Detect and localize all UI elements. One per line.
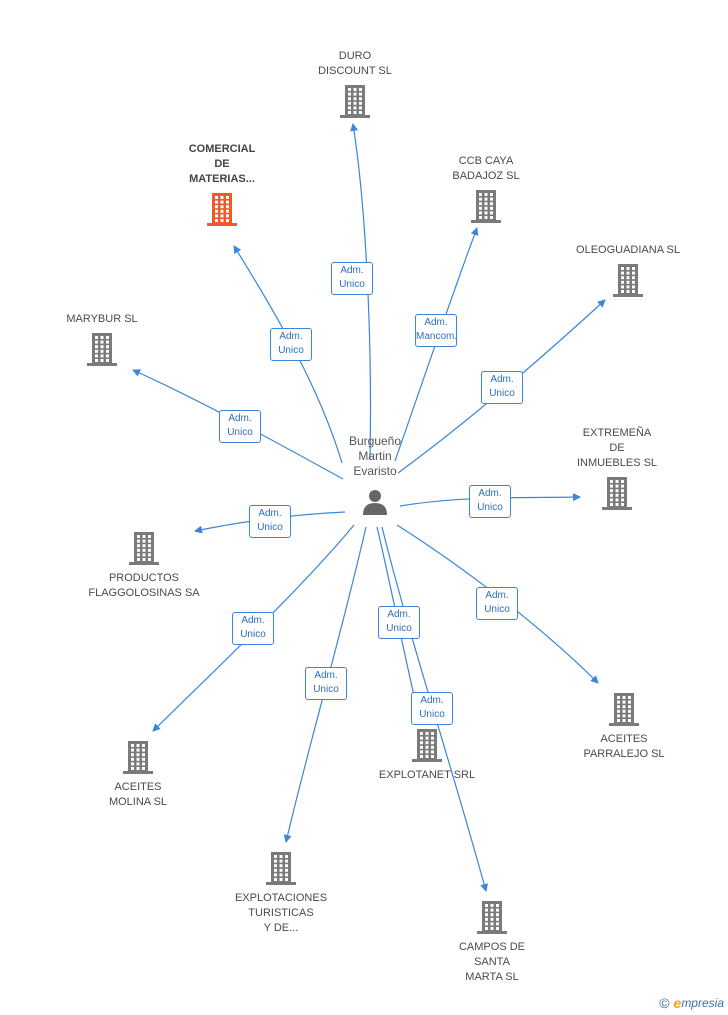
relation-label-marybur-sl[interactable]: Adm. Unico (219, 410, 261, 443)
company-name-explotanet-srl: EXPLOTANET SRL (378, 769, 476, 781)
company-node-campos-de-santa-marta-sl[interactable]: CAMPOS DE SANTA MARTA SL (417, 900, 567, 985)
company-name-ccb-caya-badajoz-sl: CCB CAYA BADAJOZ SL (452, 155, 520, 182)
building-icon (266, 852, 296, 885)
center-person[interactable]: Burgueño Martin Evaristo (335, 434, 415, 517)
brand-initial: e (673, 995, 682, 1011)
building-icon (87, 333, 117, 366)
relation-label-explotanet-srl[interactable]: Adm. Unico (378, 606, 420, 639)
company-node-extremena-de-inmuebles-sl[interactable]: EXTREMEÑA DE INMUEBLES SL (542, 426, 692, 510)
company-name-comercial-de-materias: COMERCIAL DE MATERIAS... (188, 143, 256, 185)
building-icon (412, 729, 442, 762)
building-icon (340, 85, 370, 118)
building-icon (602, 477, 632, 510)
company-name-aceites-parralejo-sl: ACEITES PARRALEJO SL (583, 733, 665, 760)
person-icon (363, 490, 387, 515)
company-node-aceites-parralejo-sl[interactable]: ACEITES PARRALEJO SL (549, 692, 699, 762)
relation-label-duro-discount-sl[interactable]: Adm. Unico (331, 262, 373, 295)
building-icon (207, 193, 237, 226)
company-node-productos-flaggolosinas-sa[interactable]: PRODUCTOS FLAGGOLOSINAS SA (69, 531, 219, 601)
footer-brand: © e mpresia (659, 995, 724, 1011)
relation-label-campos-de-santa-marta-sl[interactable]: Adm. Unico (411, 692, 453, 725)
building-icon (123, 741, 153, 774)
building-icon (129, 532, 159, 565)
relation-label-extremena-de-inmuebles-sl[interactable]: Adm. Unico (469, 485, 511, 518)
company-name-oleoguadiana-sl: OLEOGUADIANA SL (576, 244, 680, 256)
building-icon (609, 693, 639, 726)
company-node-explotaciones-turisticas[interactable]: EXPLOTACIONES TURISTICAS Y DE... (206, 851, 356, 936)
relation-label-comercial-de-materias[interactable]: Adm. Unico (270, 328, 312, 361)
company-name-duro-discount-sl: DURO DISCOUNT SL (318, 50, 392, 77)
brand-name: mpresia (681, 996, 724, 1010)
building-icon (613, 264, 643, 297)
company-name-explotaciones-turisticas: EXPLOTACIONES TURISTICAS Y DE... (234, 892, 328, 934)
company-node-ccb-caya-badajoz-sl[interactable]: CCB CAYA BADAJOZ SL (411, 154, 561, 223)
company-node-aceites-molina-sl[interactable]: ACEITES MOLINA SL (63, 740, 213, 810)
company-name-extremena-de-inmuebles-sl: EXTREMEÑA DE INMUEBLES SL (576, 427, 658, 469)
relation-label-oleoguadiana-sl[interactable]: Adm. Unico (481, 371, 523, 404)
company-node-explotanet-srl[interactable]: EXPLOTANET SRL (352, 728, 502, 783)
company-node-duro-discount-sl[interactable]: DURO DISCOUNT SL (280, 49, 430, 118)
relation-label-ccb-caya-badajoz-sl[interactable]: Adm. Mancom. (415, 314, 457, 347)
building-icon (477, 901, 507, 934)
copyright-symbol: © (659, 995, 670, 1011)
company-node-oleoguadiana-sl[interactable]: OLEOGUADIANA SL (553, 243, 703, 297)
building-icon (471, 190, 501, 223)
relation-label-aceites-parralejo-sl[interactable]: Adm. Unico (476, 587, 518, 620)
company-name-aceites-molina-sl: ACEITES MOLINA SL (108, 781, 168, 808)
relation-label-explotaciones-turisticas[interactable]: Adm. Unico (305, 667, 347, 700)
company-name-productos-flaggolosinas-sa: PRODUCTOS FLAGGOLOSINAS SA (88, 572, 200, 599)
company-node-marybur-sl[interactable]: MARYBUR SL (27, 312, 177, 366)
company-name-campos-de-santa-marta-sl: CAMPOS DE SANTA MARTA SL (458, 941, 525, 983)
center-person-name: Burgueño Martin Evaristo (348, 434, 402, 478)
relation-label-productos-flaggolosinas-sa[interactable]: Adm. Unico (249, 505, 291, 538)
company-name-marybur-sl: MARYBUR SL (66, 313, 138, 325)
company-node-comercial-de-materias[interactable]: COMERCIAL DE MATERIAS... (147, 142, 297, 226)
relation-label-aceites-molina-sl[interactable]: Adm. Unico (232, 612, 274, 645)
